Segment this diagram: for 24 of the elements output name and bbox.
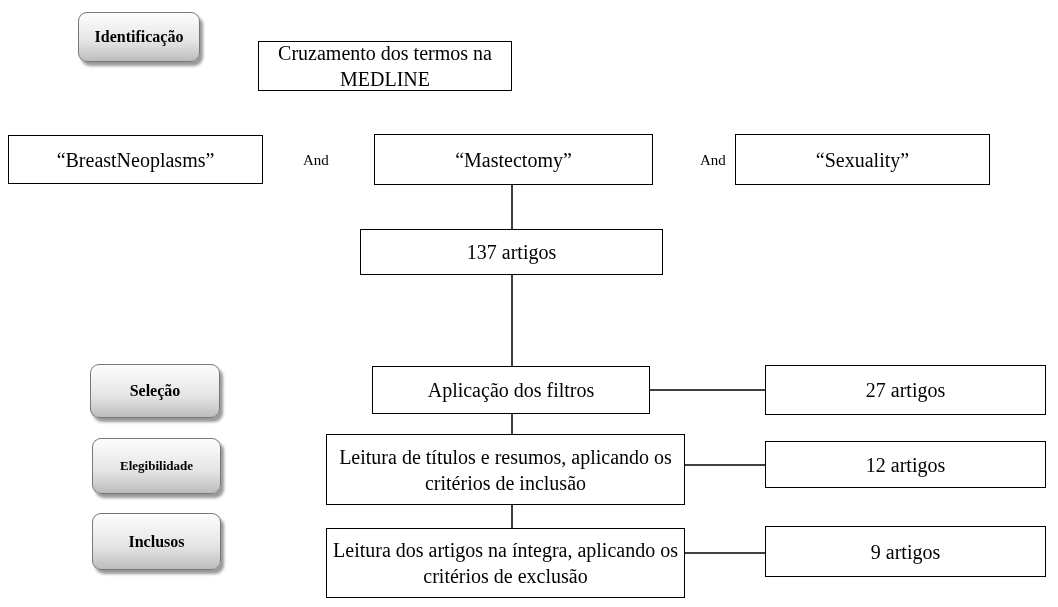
process-box: 27 artigos [765, 365, 1046, 415]
connector-line [684, 552, 766, 554]
process-box: Leitura de títulos e resumos, aplicando os critérios de inclusão [326, 434, 685, 505]
process-box: 12 artigos [765, 441, 1046, 488]
process-box: “BreastNeoplasms” [8, 135, 263, 184]
process-box: 137 artigos [360, 229, 663, 275]
process-box: Cruzamento dos termos na MEDLINE [258, 41, 512, 91]
process-box: Aplicação dos filtros [372, 366, 650, 414]
connector-line [511, 413, 513, 435]
connector-line [511, 274, 513, 367]
stage-button: Inclusos [92, 513, 221, 570]
connector-word: And [700, 152, 726, 169]
process-box: “Sexuality” [735, 134, 990, 185]
connector-word: And [303, 152, 329, 169]
process-box: 9 artigos [765, 526, 1046, 577]
process-box: Leitura dos artigos na íntegra, aplicando os critérios de exclusão [326, 528, 685, 598]
stage-button: Elegibilidade [92, 438, 221, 494]
connector-line [649, 389, 766, 391]
connector-line [684, 464, 766, 466]
connector-line [511, 184, 513, 230]
stage-button: Seleção [90, 364, 220, 418]
connector-line [511, 504, 513, 529]
process-box: “Mastectomy” [374, 134, 653, 185]
stage-button: Identificação [78, 12, 200, 62]
